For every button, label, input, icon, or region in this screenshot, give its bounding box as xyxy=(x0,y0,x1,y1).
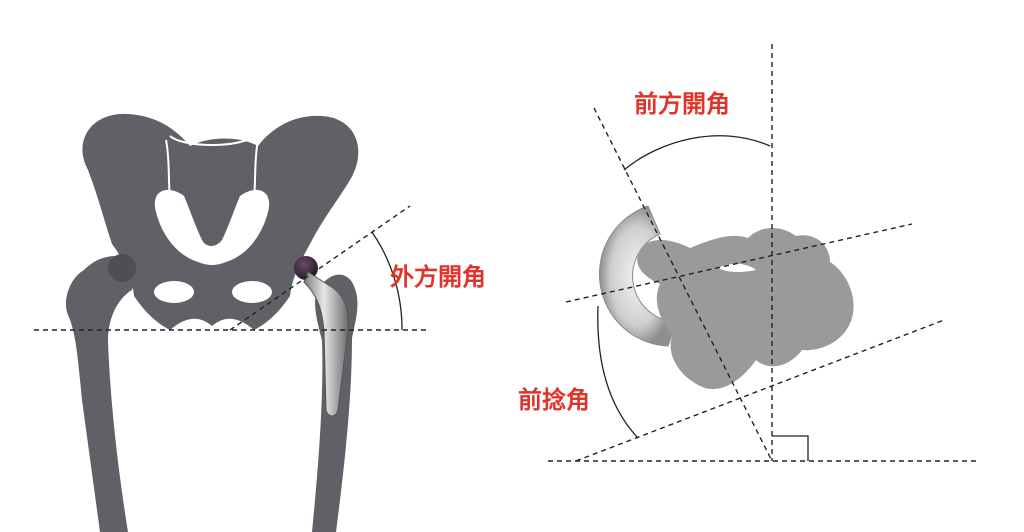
anteversion-arc xyxy=(623,135,771,171)
pelvic-inlet xyxy=(154,189,270,265)
acetabular-cup-icon xyxy=(598,205,677,347)
sacrum-outline xyxy=(165,135,259,199)
abduction-angle-label: 外方開角 xyxy=(390,263,486,291)
left-femoral-head xyxy=(108,254,136,282)
pelvis-panel: 外方開角 xyxy=(34,113,486,532)
cross-section-panel: 前方開角 前捻角 xyxy=(518,44,976,462)
abduction-arc xyxy=(371,231,403,331)
pelvis-bone xyxy=(82,113,359,330)
femoral-anteversion-angle-label: 前捻角 xyxy=(518,386,590,414)
anteversion-angle-label: 前方開角 xyxy=(634,90,730,118)
obturator-foramen-right xyxy=(232,281,272,303)
femoral-anteversion-arc xyxy=(597,305,639,439)
cup-inclination-line xyxy=(229,205,411,331)
cup-axis-line xyxy=(593,107,773,462)
implant-stem-icon xyxy=(303,271,349,417)
right-angle-marker-icon xyxy=(772,435,809,461)
left-femur xyxy=(65,256,135,532)
femoral-cross-section xyxy=(637,227,854,390)
obturator-foramen-left xyxy=(154,281,194,303)
